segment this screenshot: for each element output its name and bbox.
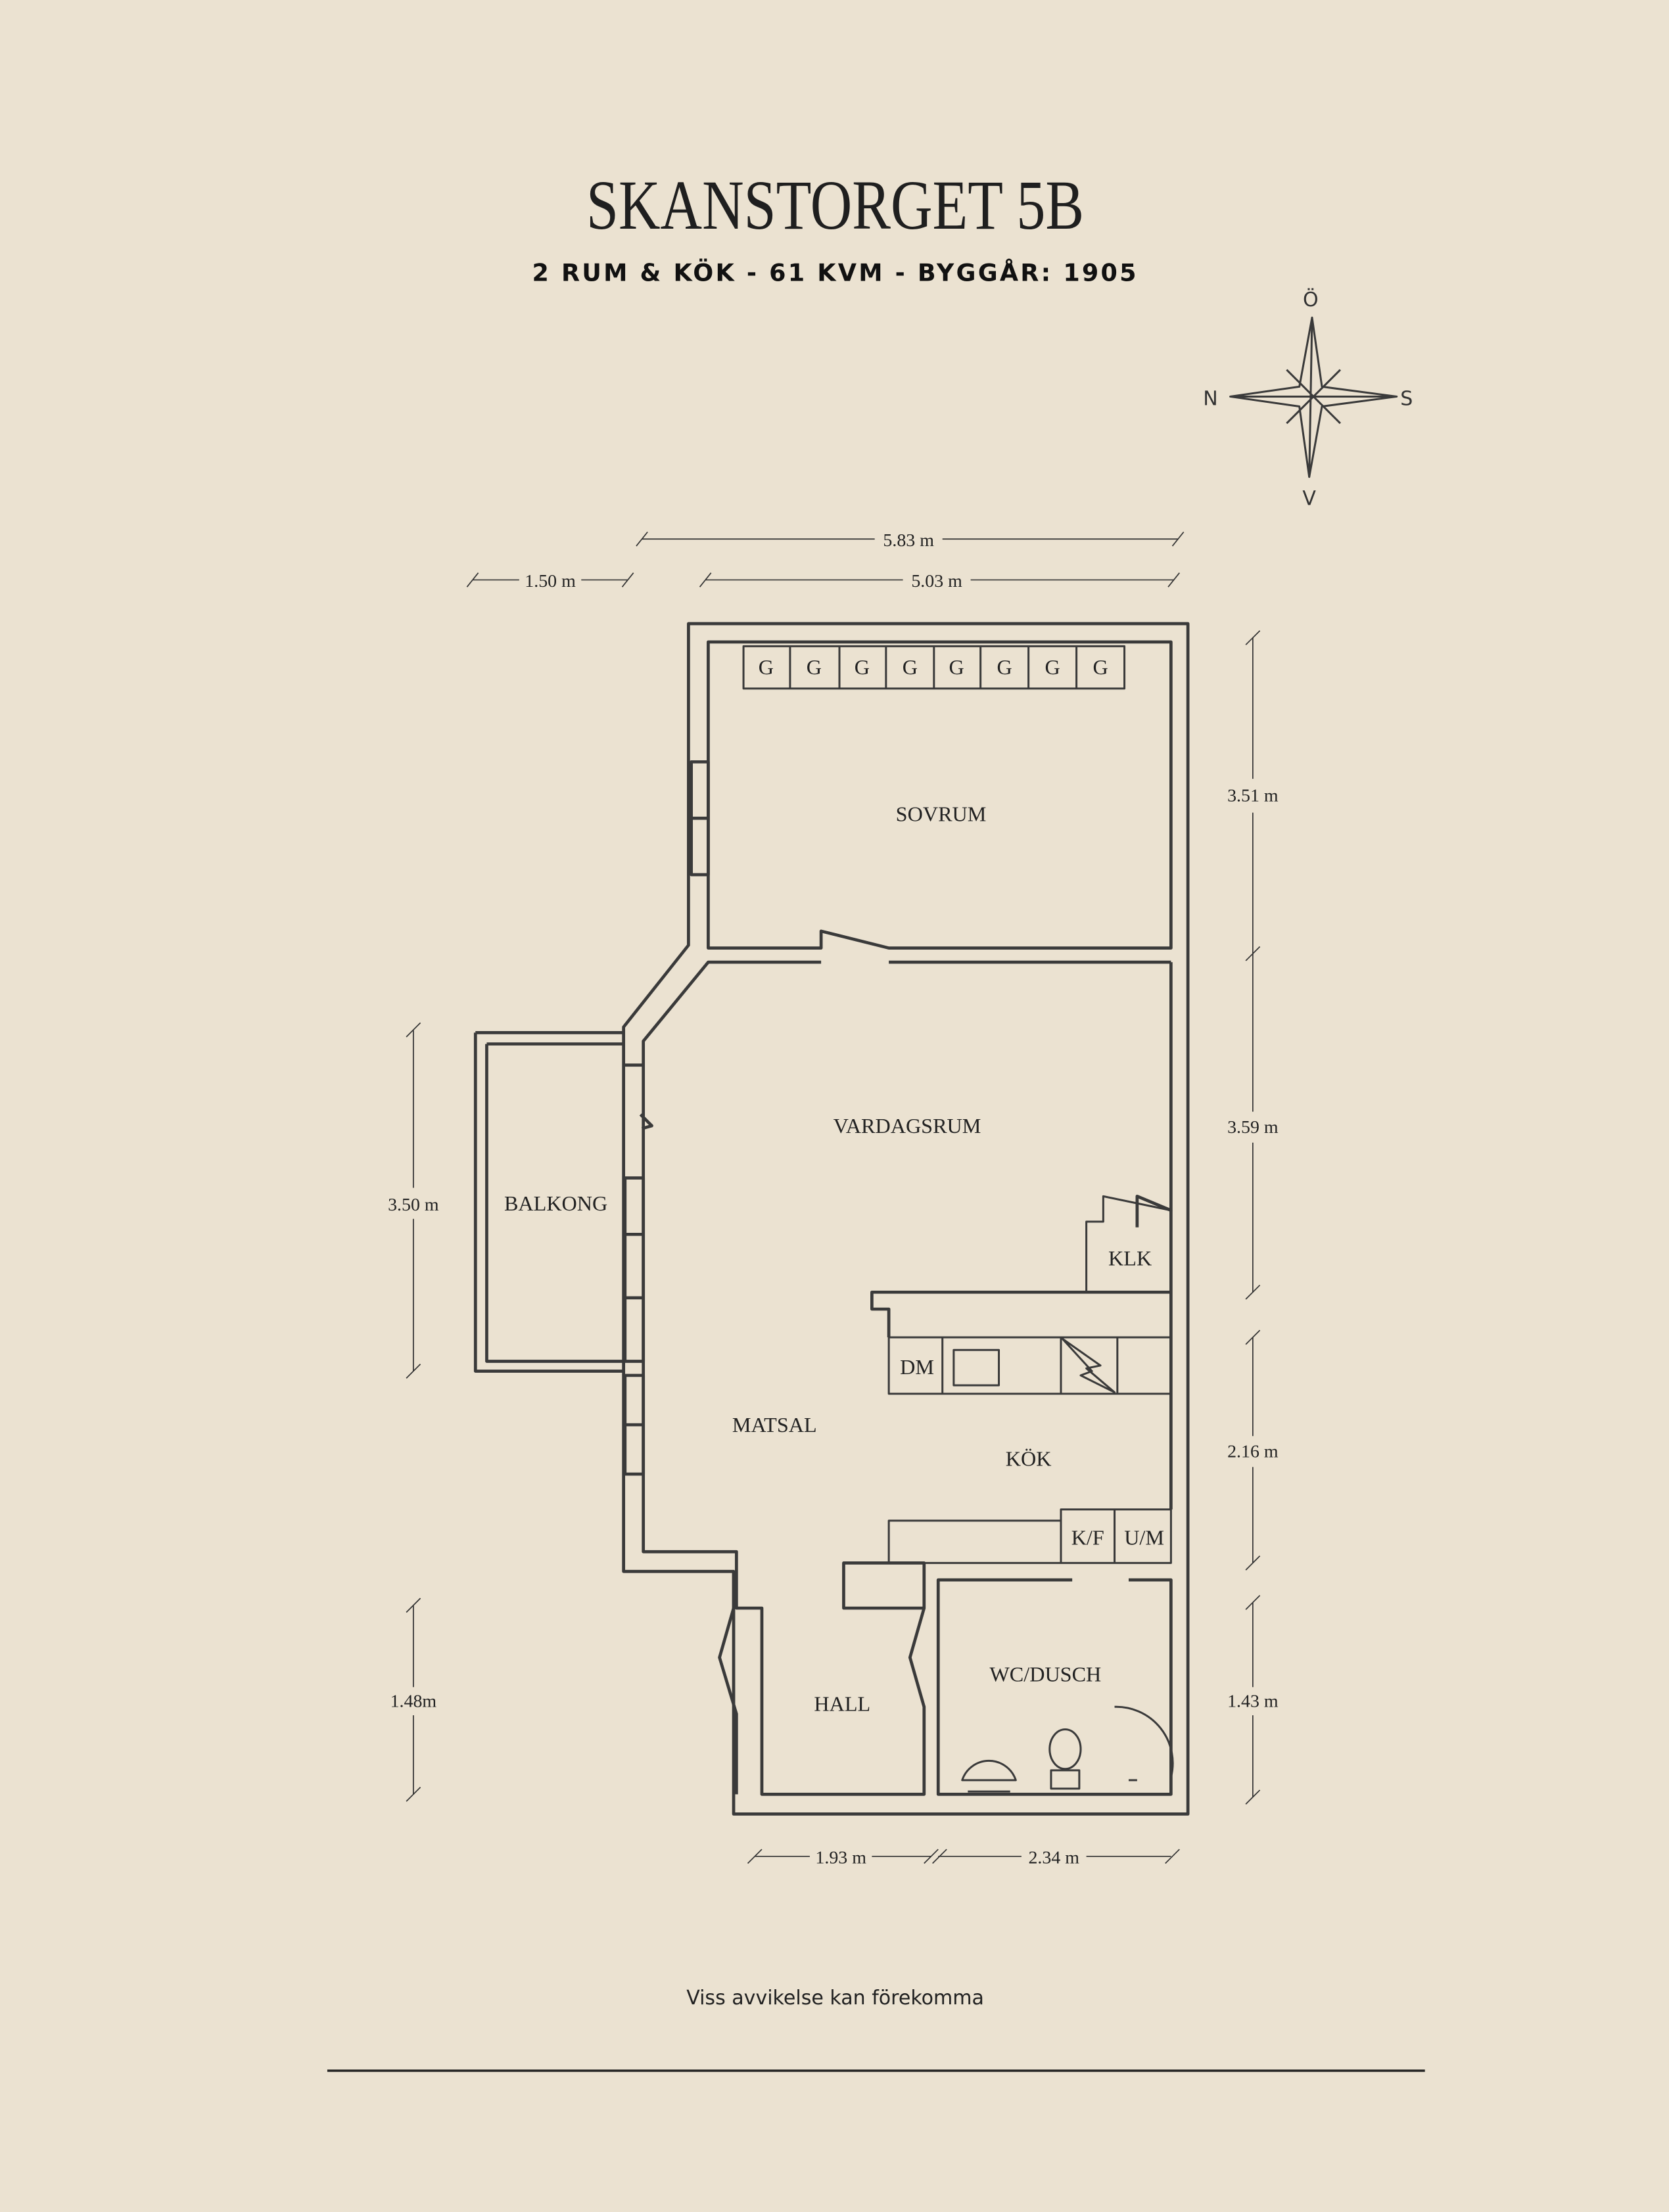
- page-title: SKANSTORGET 5B: [586, 167, 1084, 244]
- room-label-kok: KÖK: [1006, 1446, 1052, 1470]
- dim-left-balcony: 3.50 m: [388, 1195, 439, 1215]
- sink-icon: [961, 1759, 1017, 1793]
- stove-icon: [1061, 1337, 1116, 1394]
- dim-right-4: 1.43 m: [1227, 1691, 1279, 1711]
- dimension-lines: [406, 531, 1261, 1864]
- compass-north: N: [1203, 387, 1217, 410]
- dim-bottom-hall: 1.93 m: [815, 1848, 866, 1868]
- dim-right-1: 3.51 m: [1227, 785, 1279, 806]
- radiator-label: G: [949, 655, 964, 679]
- room-label-balkong: BALKONG: [504, 1191, 607, 1215]
- oven-microwave-label: U/M: [1124, 1525, 1164, 1549]
- radiator-label: G: [903, 655, 918, 679]
- room-label-klk: KLK: [1108, 1247, 1152, 1270]
- dim-right-3: 2.16 m: [1227, 1441, 1279, 1462]
- kitchen-fixtures: [887, 1195, 1172, 1564]
- dim-bottom-wc: 2.34 m: [1028, 1848, 1079, 1868]
- compass-south: S: [1400, 387, 1413, 410]
- radiator-label: G: [759, 655, 774, 679]
- radiator-label: G: [997, 655, 1012, 679]
- disclaimer: Viss avvikelse kan förekomma: [686, 1987, 984, 2010]
- radiators: [742, 645, 1126, 690]
- compass-west: V: [1302, 488, 1316, 511]
- radiator-label: G: [855, 655, 870, 679]
- dim-top-total: 5.83 m: [883, 530, 934, 551]
- room-label-wc: WC/DUSCH: [989, 1663, 1101, 1686]
- dishwasher-label: DM: [900, 1355, 934, 1379]
- compass-east: Ö: [1303, 287, 1319, 311]
- radiator-label: G: [1045, 655, 1060, 679]
- fridge-freezer-label: K/F: [1071, 1525, 1104, 1549]
- radiator-label: G: [1093, 655, 1108, 679]
- room-label-vardagsrum: VARDAGSRUM: [834, 1114, 981, 1138]
- dim-top-inner: 5.03 m: [911, 571, 962, 591]
- dim-top-balcony: 1.50 m: [525, 571, 576, 591]
- compass-rose-icon: [1229, 316, 1398, 478]
- room-label-sovrum: SOVRUM: [896, 802, 987, 825]
- room-label-matsal: MATSAL: [732, 1413, 817, 1437]
- dim-left-hall: 1.48m: [390, 1691, 437, 1711]
- radiator-label: G: [807, 655, 822, 679]
- shower-icon: [1114, 1705, 1174, 1782]
- toilet-icon: [1048, 1728, 1082, 1770]
- subtitle: 2 RUM & KÖK - 61 KVM - BYGGÅR: 1905: [532, 258, 1138, 287]
- dim-right-2: 3.59 m: [1227, 1117, 1279, 1138]
- room-label-hall: HALL: [814, 1692, 870, 1716]
- bathroom-fixtures: [961, 1705, 1174, 1793]
